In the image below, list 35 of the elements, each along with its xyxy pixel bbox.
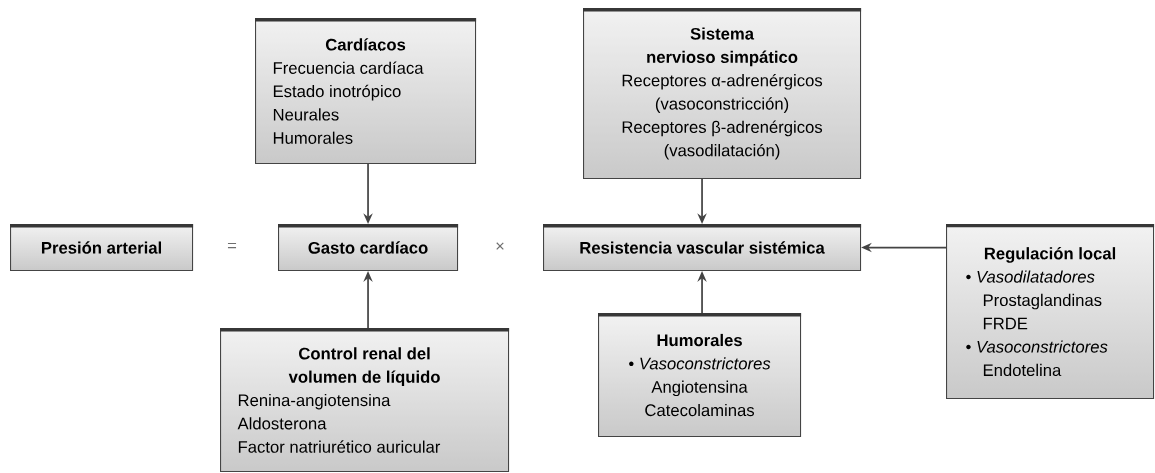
factor-box <box>278 224 459 272</box>
box-heading: Control renal del volumen de líquido <box>288 347 440 387</box>
box-text: • Vasoconstrictores <box>966 340 1108 353</box>
factor-box <box>543 224 862 272</box>
box-text: Angiotensina <box>651 380 748 397</box>
factor-box <box>598 313 802 438</box>
box-text: Catecolaminas <box>645 403 755 417</box>
box-heading: Resistencia vascular sistémica <box>580 241 825 254</box>
box-text: Prostaglandinas <box>983 293 1102 310</box>
box-text: Receptores β-adrenérgicos (vasodilatación) <box>622 120 823 160</box>
box-text: Frecuencia cardíaca <box>273 61 424 74</box>
box-heading: Cardíacos <box>325 38 406 51</box>
box-text: Aldosterona <box>237 417 327 430</box>
box-text: Factor natriurético auricular <box>238 440 441 453</box>
box-text: Neurales <box>273 108 339 121</box>
box-text: • Vasoconstrictores <box>629 357 771 370</box>
operator-sign: = <box>227 242 237 249</box>
box-text: FRDE <box>983 317 1028 330</box>
factor-box <box>220 328 510 473</box>
factor-box <box>946 224 1155 400</box>
box-text: Endotelina <box>983 363 1062 377</box>
box-heading: Presión arterial <box>42 241 161 254</box>
box-text: Humorales <box>273 131 353 144</box>
box-text: Receptores α-adrenérgicos (vasoconstricción) <box>622 73 823 113</box>
box-text: • Vasodilatadores <box>966 270 1095 283</box>
box-heading: Gasto cardíaco <box>308 241 428 254</box>
factor-box <box>10 224 194 272</box>
operator-sign: × <box>496 242 504 250</box>
box-heading: Regulación local <box>984 247 1116 263</box>
box-text: Renina-angiotensina <box>238 393 391 410</box>
box-text: Estado inotrópico <box>273 84 401 101</box>
factor-box <box>583 8 862 180</box>
box-heading: Humorales <box>657 333 742 347</box>
box-heading: Sistema nervioso simpático <box>647 27 798 67</box>
factor-box <box>255 18 477 165</box>
